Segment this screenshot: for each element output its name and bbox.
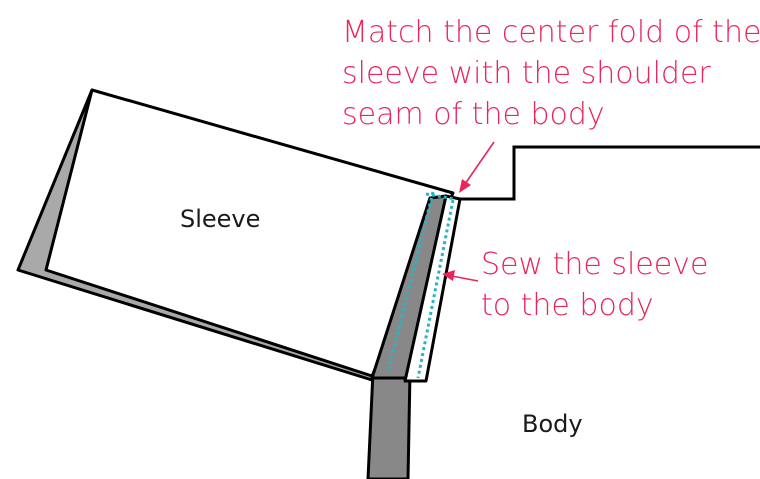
arrow-match-fold [464,141,495,185]
body-edge-strip [403,194,462,383]
sleeve-label: Sleeve [180,205,261,233]
arrowhead-sew [442,270,455,281]
annotation-sew-line: to the body [481,288,654,323]
arrow-sew [451,275,479,282]
body-label: Body [522,410,583,438]
annotation-match-fold-line: seam of the body [342,97,605,132]
body-outline [460,145,760,201]
annotation-match-fold-line: sleeve with the shoulder [342,56,711,91]
annotation-sew-line: Sew the sleeve [481,247,709,282]
stitch-line-outer [416,199,455,379]
annotation-match-fold: Match the center fold of the sleeve with… [342,12,760,135]
arrowhead-match-fold [459,179,471,193]
body-seam-strip [366,370,412,479]
stitch-line-top [425,192,456,201]
stitch-line-inner [386,191,435,373]
annotation-match-fold-line: Match the center fold of the [342,15,760,50]
annotation-sew: Sew the sleeve to the body [481,244,708,326]
